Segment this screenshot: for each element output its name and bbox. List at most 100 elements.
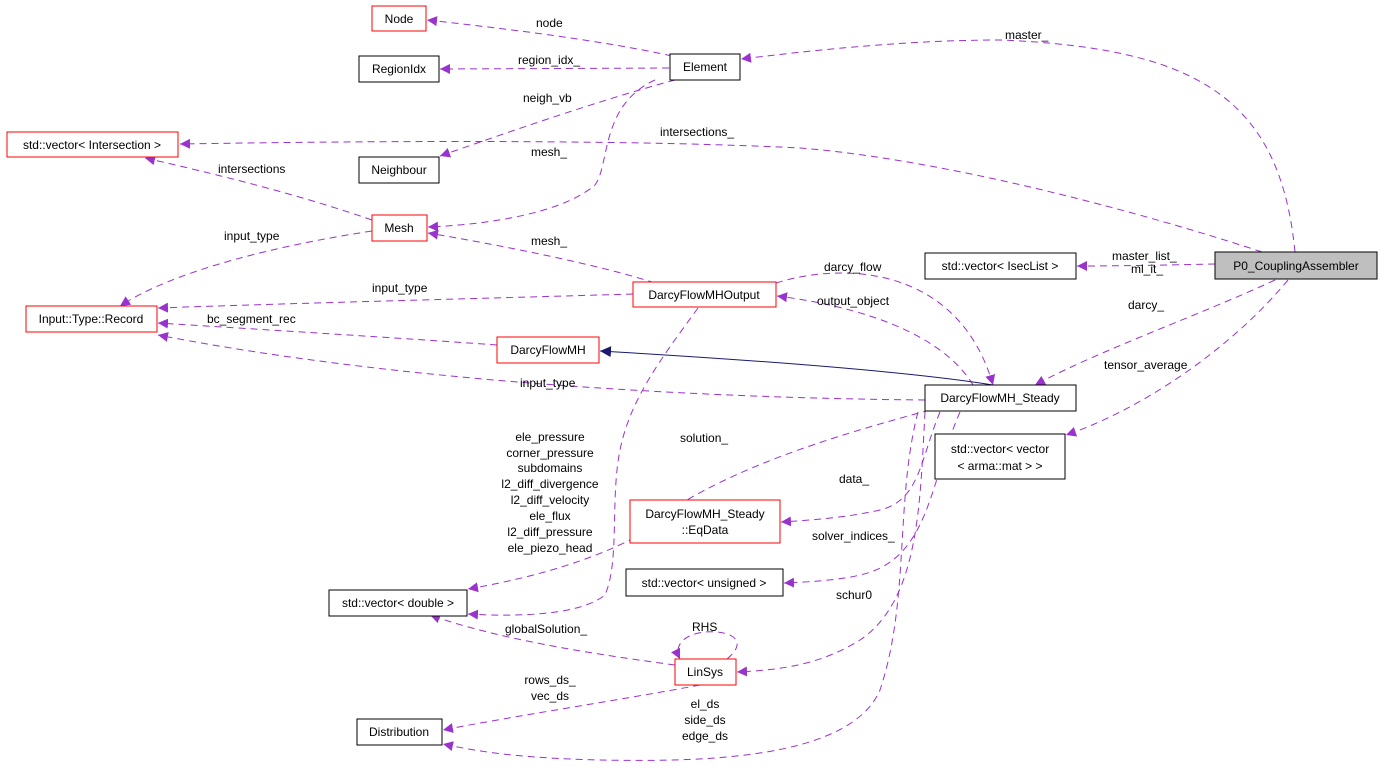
edge-darcy (1034, 279, 1276, 386)
label-region-idx: region_idx_ (518, 53, 580, 67)
edge-output-double (467, 307, 699, 620)
label-master: master_ (1005, 28, 1049, 42)
label-edge-ds: edge_ds (682, 729, 728, 743)
node-mesh-label: Mesh (384, 221, 413, 235)
node-vector-isecList-label: std::vector< IsecList > (942, 259, 1059, 273)
label-neigh-vb: neigh_vb (523, 91, 572, 105)
edge-master-list (1076, 260, 1216, 271)
label-data: data_ (839, 472, 869, 486)
node-darcyflowmhoutput[interactable]: DarcyFlowMHOutput (632, 281, 777, 308)
label-side-ds: side_ds (684, 713, 725, 727)
node-p0-couplingassembler[interactable]: P0_CouplingAssembler (1214, 251, 1378, 280)
edge-mesh-of-element (427, 79, 656, 232)
edge-node (426, 16, 673, 57)
label-vec-ds: vec_ds (531, 689, 569, 703)
node-node-label: Node (385, 12, 414, 26)
label-intersections: intersections (218, 162, 285, 176)
edge-data (780, 411, 941, 527)
edge-schur0 (736, 411, 926, 677)
node-linsys-label: LinSys (687, 665, 723, 679)
label-ml-it: ml_it_ (1131, 262, 1163, 276)
node-eqdata[interactable]: DarcyFlowMH_Steady ::EqData (629, 499, 781, 544)
label-rows-ds: rows_ds_ (524, 673, 576, 687)
label-corner-pressure: corner_pressure (506, 446, 594, 460)
label-intersections-member: intersections_ (660, 125, 734, 139)
edge-tensor-average (1065, 279, 1289, 437)
node-record[interactable]: Input::Type::Record (25, 305, 158, 333)
node-vector-intersection-label: std::vector< Intersection > (23, 138, 161, 152)
label-mesh-of-output: mesh_ (531, 234, 567, 248)
label-tensor-average: tensor_average (1104, 358, 1188, 372)
node-vector-vector-mat[interactable]: std::vector< vector < arma::mat > > (934, 433, 1066, 480)
node-darcyflowmh-label: DarcyFlowMH (510, 343, 585, 357)
node-element[interactable]: Element (669, 53, 741, 81)
label-ele-piezo-head: ele_piezo_head (508, 541, 593, 555)
label-double-members: ele_pressure corner_pressure subdomains … (501, 430, 599, 555)
edge-solver-indices (783, 411, 961, 588)
edge-region-idx (439, 63, 670, 74)
label-ele-pressure: ele_pressure (515, 430, 585, 444)
label-solution: solution_ (680, 431, 728, 445)
node-vector-double[interactable]: std::vector< double > (328, 589, 468, 617)
node-eqdata-label-2: ::EqData (682, 523, 729, 537)
node-distribution-label: Distribution (369, 725, 429, 739)
label-ele-flux: ele_flux (529, 509, 570, 523)
node-regionidx-label: RegionIdx (372, 62, 426, 76)
edge-mesh-of-output (427, 229, 656, 284)
node-vector-vector-mat-label-1: std::vector< vector (951, 442, 1049, 456)
node-distribution[interactable]: Distribution (356, 718, 443, 746)
label-solver-indices: solver_indices_ (812, 529, 895, 543)
node-vector-double-label: std::vector< double > (342, 596, 454, 610)
edge-input-type-steady (157, 331, 926, 401)
node-regionidx[interactable]: RegionIdx (358, 55, 440, 83)
node-darcyflowmhoutput-label: DarcyFlowMHOutput (648, 288, 760, 302)
node-eqdata-label-1: DarcyFlowMH_Steady (645, 507, 764, 521)
edge-input-type-mesh (119, 230, 373, 307)
node-vector-vector-mat-label-2: < arma::mat > > (957, 459, 1042, 473)
node-vector-isecList[interactable]: std::vector< IsecList > (924, 252, 1077, 280)
node-linsys[interactable]: LinSys (674, 658, 737, 686)
node-darcyflowmh[interactable]: DarcyFlowMH (496, 336, 600, 364)
label-darcy-flow: darcy_flow (824, 260, 882, 274)
node-neighbour[interactable]: Neighbour (358, 156, 440, 184)
edge-intersections (144, 155, 373, 221)
label-bc-segment-rec: bc_segment_rec (207, 312, 296, 326)
label-master-list: master_list_ (1112, 249, 1177, 263)
label-input-type-steady: input_type (520, 376, 576, 390)
node-element-label: Element (683, 60, 728, 74)
label-global-solution: globalSolution_ (505, 622, 587, 636)
label-node: node (536, 16, 563, 30)
node-p0-couplingassembler-label: P0_CouplingAssembler (1233, 259, 1358, 273)
node-darcyflowmh-steady[interactable]: DarcyFlowMH_Steady (924, 384, 1077, 412)
node-node[interactable]: Node (371, 5, 427, 32)
label-subdomains: subdomains (518, 461, 583, 475)
node-record-label: Input::Type::Record (39, 312, 144, 326)
node-neighbour-label: Neighbour (371, 163, 426, 177)
label-l2-diff-velocity: l2_diff_velocity (511, 493, 590, 507)
label-schur0: schur0 (836, 588, 872, 602)
edge-input-type-output (157, 293, 634, 313)
node-vector-intersection[interactable]: std::vector< Intersection > (6, 131, 179, 158)
label-mesh-of-element: mesh_ (531, 145, 567, 159)
label-l2-diff-divergence: l2_diff_divergence (501, 477, 599, 491)
label-el-ds: el_ds (691, 697, 720, 711)
edge-rows-ds (442, 684, 701, 733)
node-mesh[interactable]: Mesh (371, 214, 428, 242)
edge-global-solution (429, 613, 676, 666)
edge-double-members (467, 409, 931, 593)
label-darcy: darcy_ (1128, 298, 1164, 312)
node-darcyflowmh-steady-label: DarcyFlowMH_Steady (940, 391, 1059, 405)
edge-rhs (671, 631, 738, 660)
edge-master (740, 39, 1296, 253)
edge-output-object (776, 292, 974, 386)
edge-inheritance (599, 346, 994, 386)
label-l2-diff-pressure: l2_diff_pressure (507, 525, 592, 539)
label-rhs: RHS (692, 620, 717, 634)
label-input-type-output: input_type (372, 281, 428, 295)
edge-neigh-vb (439, 79, 676, 158)
node-vector-unsigned[interactable]: std::vector< unsigned > (625, 568, 784, 597)
edge-intersections-member (179, 138, 1263, 253)
edge-labels: node region_idx_ neigh_vb master_ inters… (207, 16, 1188, 743)
